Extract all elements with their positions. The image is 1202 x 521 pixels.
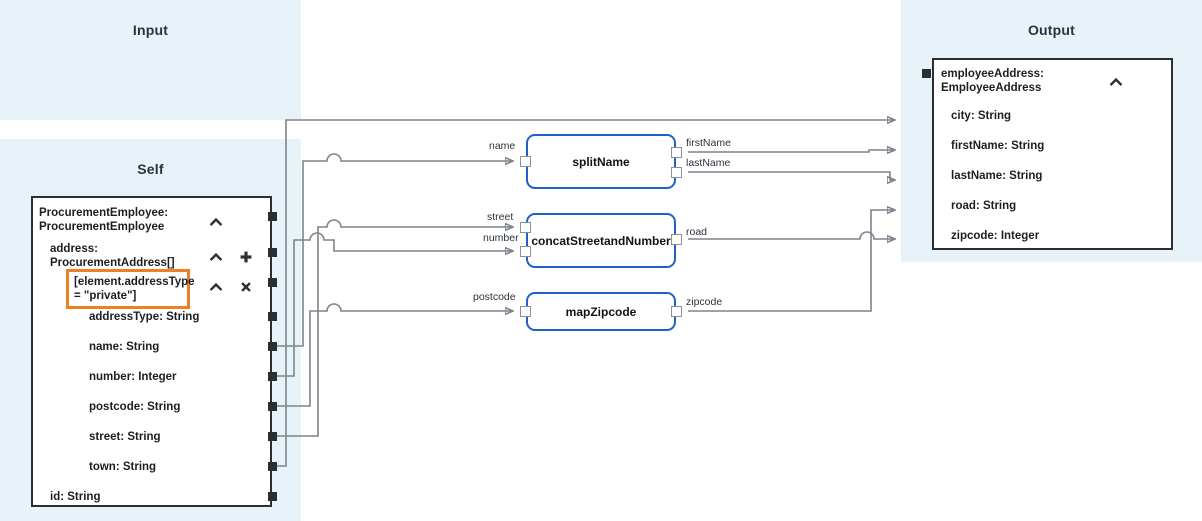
self-row-postcode[interactable]: postcode: String xyxy=(89,401,181,413)
port-label-road: road xyxy=(686,226,708,238)
port-label-number: number xyxy=(483,232,519,244)
close-icon[interactable] xyxy=(238,279,254,295)
chevron-up-icon[interactable] xyxy=(208,249,224,265)
plus-icon[interactable] xyxy=(238,249,254,265)
port-in-name[interactable] xyxy=(520,156,531,167)
chevron-up-icon[interactable] xyxy=(208,214,224,230)
wire-number-to-concat xyxy=(277,232,513,377)
output-row-zipcode[interactable]: zipcode: Integer xyxy=(951,230,1040,242)
port-label-lastname: lastName xyxy=(686,157,731,169)
function-label: concatStreetandNumber xyxy=(531,233,671,248)
port-in-number[interactable] xyxy=(520,246,531,257)
self-row-addresstype[interactable]: addressType: String xyxy=(89,311,200,323)
output-row-lastname[interactable]: lastName: String xyxy=(951,170,1043,182)
lane-title-self: Self xyxy=(137,161,164,177)
function-label: mapZipcode xyxy=(565,304,637,319)
output-row-employeeaddress[interactable]: employeeAddress: EmployeeAddress xyxy=(941,68,1044,94)
port-out-zipcode[interactable] xyxy=(671,306,682,317)
wire-lastname-to-output xyxy=(688,171,895,180)
wire-postcode-to-mapzipcode xyxy=(277,303,513,407)
self-port-number[interactable] xyxy=(268,372,277,381)
output-structure-node[interactable] xyxy=(932,58,1173,250)
self-port-filter[interactable] xyxy=(268,278,277,287)
output-row-road[interactable]: road: String xyxy=(951,200,1017,212)
wire-firstname-to-output xyxy=(688,150,895,152)
wire-street-to-concat xyxy=(277,219,513,437)
chevron-up-icon[interactable] xyxy=(208,279,224,295)
port-in-street[interactable] xyxy=(520,222,531,233)
wire-name-to-splitname xyxy=(277,153,513,347)
self-port-postcode[interactable] xyxy=(268,402,277,411)
port-out-firstname[interactable] xyxy=(671,147,682,158)
self-row-id[interactable]: id: String xyxy=(50,491,101,503)
port-out-lastname[interactable] xyxy=(671,167,682,178)
self-row-street[interactable]: street: String xyxy=(89,431,161,443)
port-out-road[interactable] xyxy=(671,234,682,245)
lane-title-input: Input xyxy=(132,22,169,38)
wire-road-to-output xyxy=(688,231,895,239)
port-label-street: street xyxy=(487,211,514,223)
self-port-id[interactable] xyxy=(268,492,277,501)
output-row-city[interactable]: city: String xyxy=(951,110,1012,122)
function-node-mapzipcode[interactable]: mapZipcode xyxy=(526,292,676,331)
port-label-name: name xyxy=(489,140,516,152)
self-port-addresstype[interactable] xyxy=(268,312,277,321)
function-node-concatstreetandnumber[interactable]: concatStreetandNumber xyxy=(526,213,676,268)
port-in-postcode[interactable] xyxy=(520,306,531,317)
self-row-name[interactable]: name: String xyxy=(89,341,160,353)
self-port-town[interactable] xyxy=(268,462,277,471)
self-port-address[interactable] xyxy=(268,248,277,257)
output-row-firstname[interactable]: firstName: String xyxy=(951,140,1045,152)
self-row-procurementemployee[interactable]: ProcurementEmployee: ProcurementEmployee xyxy=(39,207,169,233)
self-port-name[interactable] xyxy=(268,342,277,351)
port-label-zipcode: zipcode xyxy=(686,296,723,308)
self-row-filter-expression[interactable]: [element.addressType = "private"] xyxy=(66,269,195,309)
self-structure-node[interactable] xyxy=(31,196,272,507)
self-row-address[interactable]: address: ProcurementAddress[] xyxy=(50,243,175,269)
self-port-procurementemployee[interactable] xyxy=(268,212,277,221)
function-node-splitname[interactable]: splitName xyxy=(526,134,676,189)
port-label-firstname: firstName xyxy=(686,137,731,149)
port-label-postcode: postcode xyxy=(473,291,516,303)
self-row-town[interactable]: town: String xyxy=(89,461,157,473)
output-port-employeeaddress[interactable] xyxy=(922,69,931,78)
chevron-up-icon[interactable] xyxy=(1108,74,1124,90)
self-row-number[interactable]: number: Integer xyxy=(89,371,177,383)
function-label: splitName xyxy=(572,154,630,169)
lane-input: Input xyxy=(0,0,301,120)
self-port-street[interactable] xyxy=(268,432,277,441)
lane-title-output: Output xyxy=(1027,22,1076,38)
